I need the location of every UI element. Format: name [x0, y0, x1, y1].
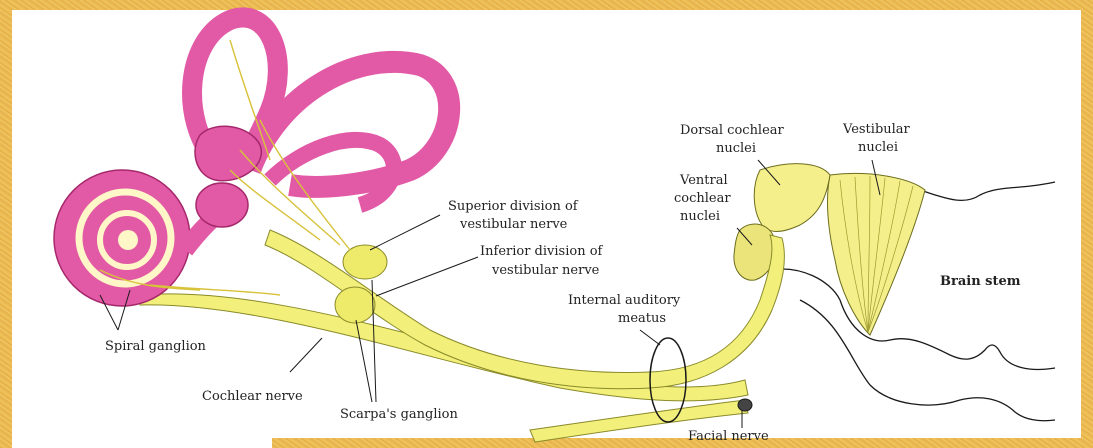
label-vestibular-nuclei-2: nuclei [858, 140, 898, 155]
label-brain-stem: Brain stem [940, 274, 1021, 289]
label-ventral-cochlear-2: cochlear [674, 191, 731, 206]
leader-cochlear-nerve [290, 338, 322, 372]
brain-stem-outline [920, 182, 1055, 200]
label-internal-auditory-2: meatus [618, 311, 666, 326]
label-scarpas-ganglion: Scarpa's ganglion [340, 407, 459, 422]
label-spiral-ganglion: Spiral ganglion [105, 339, 207, 354]
leader-superior-division [370, 215, 440, 250]
label-dorsal-cochlear-2: nuclei [716, 141, 756, 156]
facial-nerve-stump [738, 399, 752, 411]
dorsal-cochlear-nuclei [754, 164, 830, 232]
leader-inferior-division [376, 257, 478, 296]
blank-corner-patch [12, 428, 272, 448]
label-internal-auditory-1: Internal auditory [568, 293, 681, 308]
label-ventral-cochlear-3: nuclei [680, 209, 720, 224]
leader-internal-auditory [640, 330, 660, 345]
label-dorsal-cochlear-1: Dorsal cochlear [680, 123, 785, 138]
utricle [195, 126, 261, 180]
label-superior-division-1: Superior division of [448, 199, 579, 214]
cochlea-center [118, 230, 138, 250]
scarpas-ganglion-inferior [335, 287, 375, 323]
label-superior-division-2: vestibular nerve [459, 217, 568, 232]
label-ventral-cochlear-1: Ventral [679, 173, 728, 188]
label-cochlear-nerve: Cochlear nerve [202, 389, 303, 404]
brain-stem-outline-bottom [800, 300, 1055, 421]
vestibule [196, 183, 248, 227]
label-facial-nerve: Facial nerve [688, 429, 769, 444]
label-vestibular-nuclei-1: Vestibular [842, 122, 911, 137]
label-inferior-division-2: vestibular nerve [491, 263, 600, 278]
label-inferior-division-1: Inferior division of [480, 244, 604, 259]
